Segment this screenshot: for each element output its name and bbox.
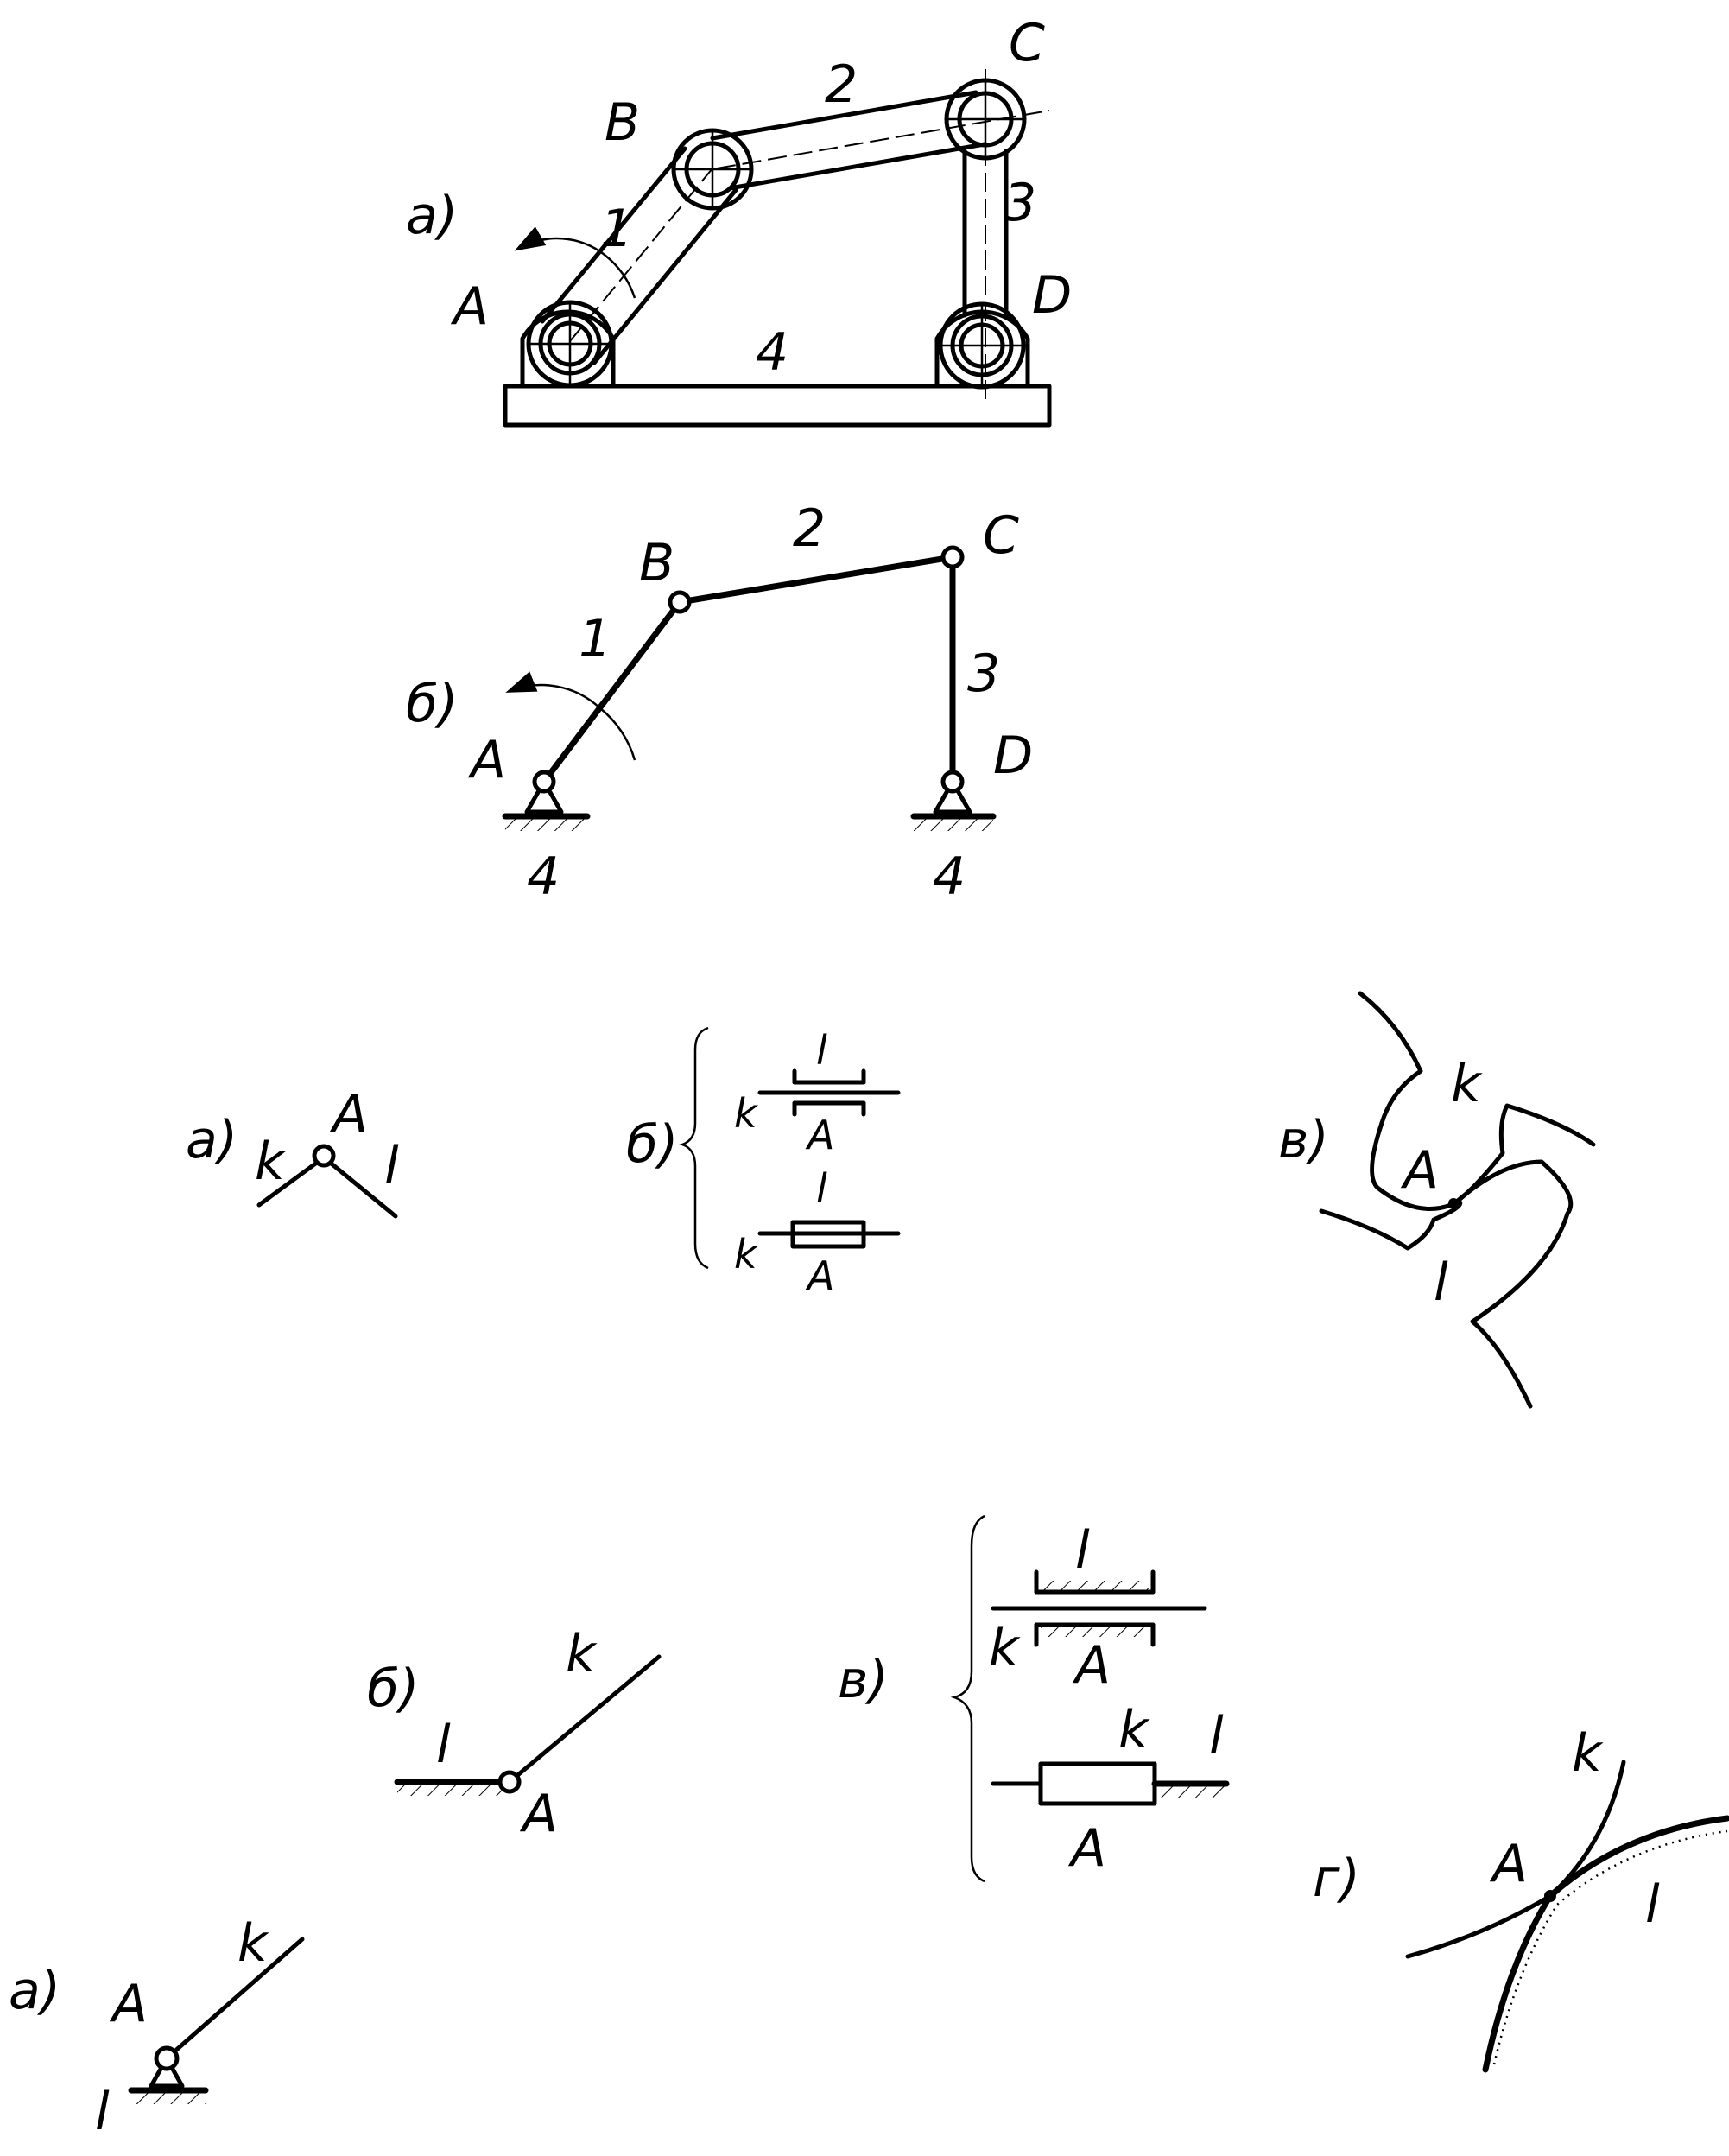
link-2-line [676, 554, 956, 606]
point-label-b: B [639, 533, 674, 593]
point-label-d: D [1032, 265, 1072, 326]
link-label-l: l [816, 1165, 827, 1212]
contact-point-a [1448, 1198, 1459, 1208]
point-label-d: D [993, 726, 1033, 786]
variant-label: в) [1278, 1110, 1329, 1170]
point-label-a: A [467, 730, 506, 790]
joint-b [668, 590, 692, 614]
variant-label: б) [626, 1114, 678, 1175]
link-label-k: k [255, 1132, 287, 1192]
figure2-panel-c: в) k A l [1278, 991, 1596, 1409]
link-label-l: l [1209, 1706, 1224, 1766]
joint-b-hinge [671, 128, 754, 211]
brace-icon [950, 1514, 985, 1883]
link-label-l: l [1645, 1874, 1660, 1935]
link-label-k: k [238, 1913, 269, 1974]
point-label-a: A [1400, 1140, 1439, 1201]
point-label-c: C [1009, 13, 1045, 73]
profile-l-hatch [1492, 1829, 1728, 2065]
point-label-a: A [805, 1252, 834, 1299]
link-label-4: 4 [756, 322, 788, 383]
point-label-b: B [605, 92, 640, 153]
link-label-k: k [1572, 1723, 1604, 1784]
prismatic-guide-symbol [991, 1569, 1207, 1647]
ground-label-right: 4 [933, 847, 966, 907]
link-1-body [540, 146, 738, 365]
joint-a-hinge [526, 300, 614, 388]
point-label-a: A [1067, 1818, 1106, 1879]
link-label-l: l [95, 2082, 110, 2142]
joint-a [312, 1144, 336, 1168]
figure1-panel-a: а) A B C D 1 2 3 4 [406, 13, 1072, 428]
prismatic-slider-symbol [757, 1220, 901, 1249]
link-label-k: k [1451, 1054, 1483, 1114]
link-label-k: k [734, 1090, 759, 1137]
joint-a [532, 770, 556, 794]
point-label-a: A [329, 1084, 368, 1145]
profile-l [1319, 1198, 1463, 1251]
joint-d-hinge [938, 301, 1026, 390]
joint-a [497, 1770, 522, 1794]
joint-a [154, 2045, 180, 2071]
joint-c [940, 545, 965, 569]
profile-k [1358, 991, 1454, 1211]
ground-support-a-icon [502, 779, 591, 831]
figure3-panel-b: б) k l A [367, 1624, 662, 1844]
variant-label: а) [9, 1961, 60, 2021]
link-label-2: 2 [825, 54, 858, 115]
link-label-k: k [989, 1618, 1021, 1678]
link-label-l: l [384, 1136, 399, 1196]
figure1-panel-b: б) A B C D 1 2 3 4 4 [406, 498, 1033, 907]
link-1-line [541, 599, 683, 785]
point-label-c: C [983, 505, 1019, 566]
link-label-3: 3 [1004, 173, 1036, 233]
link-label-2: 2 [793, 498, 826, 559]
joint-d [940, 770, 965, 794]
link-2-body [710, 90, 1050, 191]
figure3-panel-c: l k A k l A в) [838, 1514, 1230, 1883]
ground-support-d-icon [910, 779, 997, 831]
ground-support-icon [128, 2056, 209, 2104]
ground-label-left: 4 [527, 847, 560, 907]
point-label-a: A [519, 1784, 558, 1844]
point-label-a: A [109, 1974, 148, 2034]
variant-label: а) [186, 1110, 238, 1170]
figure2-panel-b: l k A l k A б) [626, 1026, 901, 1299]
link-label-k: k [1118, 1700, 1150, 1760]
variant-label: г) [1313, 1848, 1360, 1909]
joint-c-hinge [944, 78, 1027, 161]
point-label-a: A [1072, 1635, 1111, 1696]
link-label-l: l [1434, 1252, 1448, 1313]
brace-icon [679, 1026, 709, 1270]
prismatic-slider-symbol [991, 1761, 1230, 1806]
link-label-k: k [734, 1231, 759, 1278]
link-label-1: 1 [600, 199, 633, 259]
link-label-l: l [816, 1027, 827, 1074]
figure2-panel-a: а) A k l [186, 1084, 399, 1219]
variant-label: в) [838, 1650, 889, 1710]
point-label-a: A [1489, 1834, 1528, 1894]
point-label-a: A [450, 276, 489, 337]
variant-label: а) [406, 186, 458, 246]
frame-base-plate [503, 384, 1052, 428]
point-label-a: A [805, 1112, 834, 1158]
link-label-3: 3 [967, 644, 1000, 704]
rotation-arrow-icon [514, 226, 636, 299]
figure3-panel-a: а) A k l [9, 1913, 305, 2142]
link-label-l: l [1075, 1520, 1090, 1581]
link-label-k: k [566, 1624, 598, 1684]
variant-label: б) [367, 1658, 419, 1719]
link-label-l: l [436, 1715, 451, 1775]
rotation-arrow-icon [505, 671, 636, 761]
variant-label: б) [406, 674, 458, 734]
link-label-1: 1 [579, 609, 611, 669]
contact-point-a [1544, 1890, 1556, 1902]
prismatic-guide-symbol [757, 1068, 901, 1117]
figure3-panel-d: г) k A l [1313, 1723, 1729, 2073]
